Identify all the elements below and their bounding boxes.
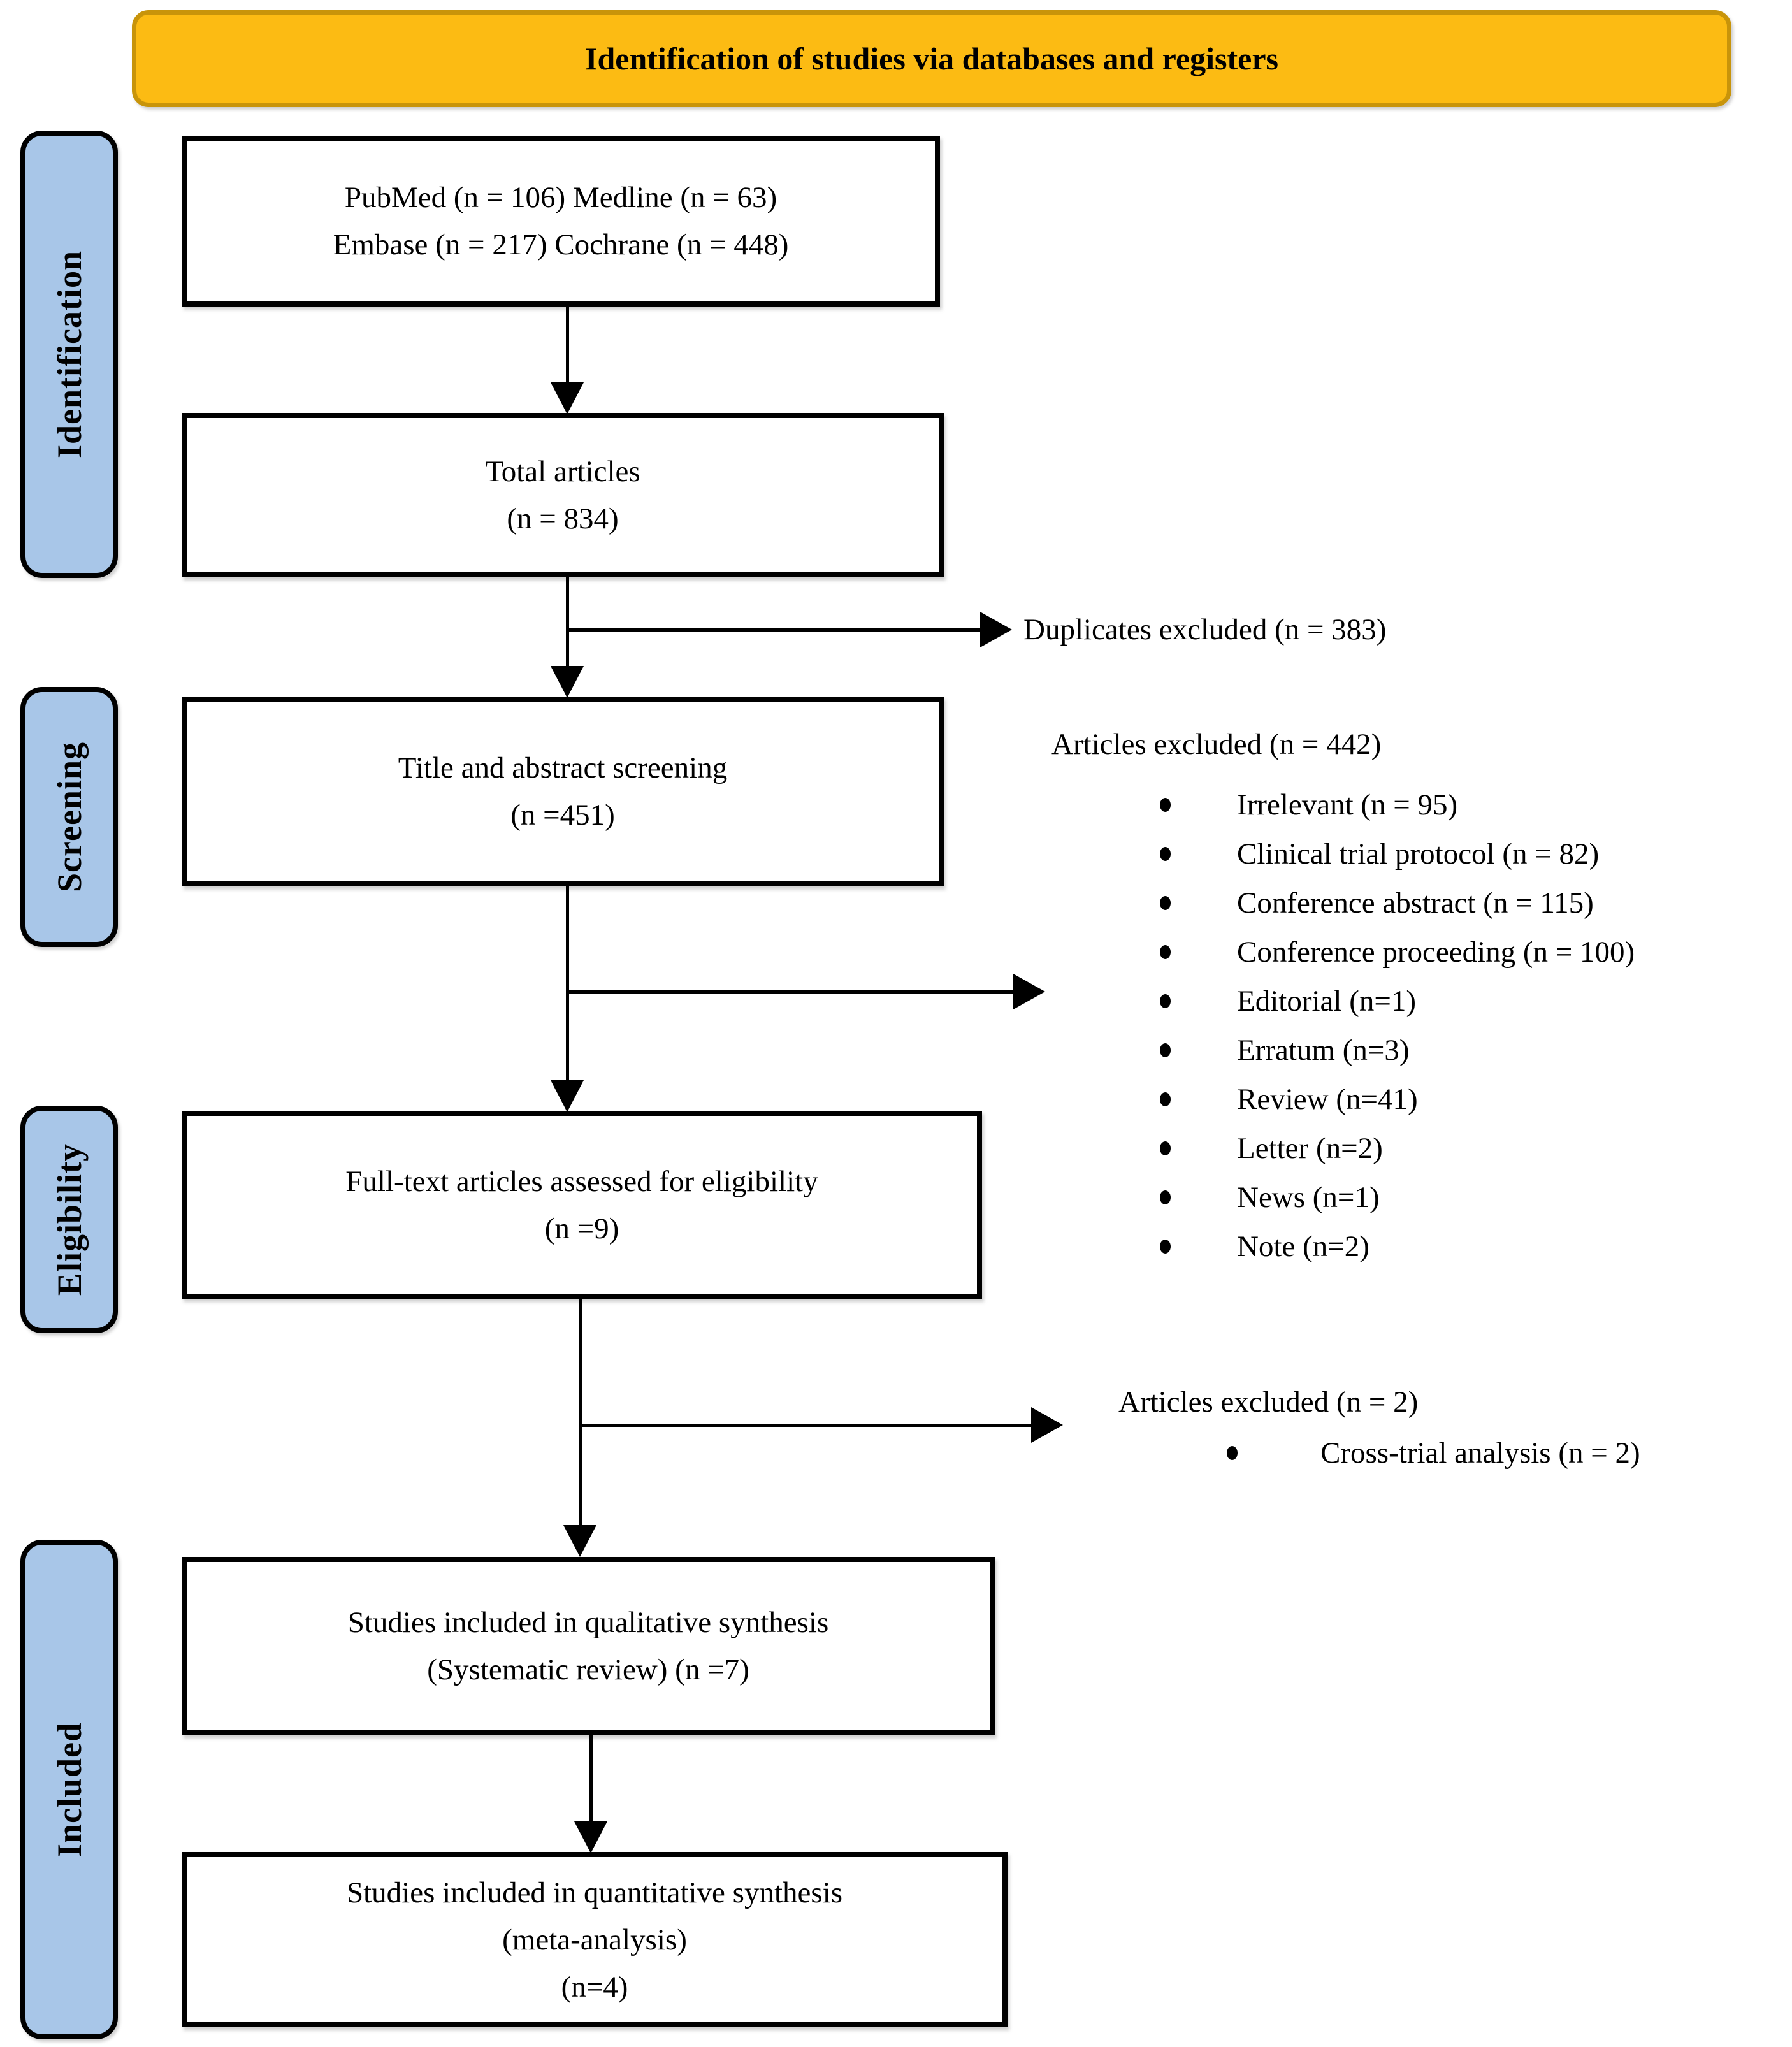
arrow-qualitative-to-quantitative-head: [574, 1821, 607, 1853]
bullet-icon: [1160, 1043, 1171, 1057]
arrow-databases-to-total-line: [566, 307, 569, 385]
branch-excluded1-line: [567, 990, 1015, 994]
excluded2-title: Articles excluded (n = 2): [1118, 1385, 1419, 1419]
list-item: News (n=1): [1160, 1173, 1635, 1222]
list-item: Letter (n=2): [1160, 1124, 1635, 1173]
stage-eligibility: Eligibility: [20, 1106, 118, 1333]
stage-identification-label: Identification: [50, 250, 89, 458]
box-databases-line1: PubMed (n = 106) Medline (n = 63): [344, 181, 777, 214]
branch-excluded2-line: [580, 1424, 1032, 1427]
bullet-icon: [1160, 846, 1171, 861]
box-databases-line2: Embase (n = 217) Cochrane (n = 448): [333, 228, 789, 261]
box-qualitative-line2: (Systematic review) (n =7): [427, 1653, 749, 1686]
bullet-icon: [1160, 1092, 1171, 1106]
header-banner: Identification of studies via databases …: [132, 10, 1731, 107]
arrow-total-to-screening-line: [566, 577, 569, 669]
header-title: Identification of studies via databases …: [584, 41, 1278, 76]
list-item: Irrelevant (n = 95): [1160, 780, 1635, 829]
bullet-icon: [1160, 944, 1171, 959]
branch-duplicates-line: [567, 628, 981, 632]
box-title-abstract-screening: Title and abstract screening (n =451): [182, 697, 944, 886]
arrow-databases-to-total-head: [551, 382, 584, 414]
box-total-articles: Total articles (n = 834): [182, 413, 944, 577]
bullet-icon: [1160, 797, 1171, 812]
box-fulltext-line2: (n =9): [544, 1212, 619, 1245]
excluded1-list: Irrelevant (n = 95) Clinical trial proto…: [1160, 780, 1635, 1271]
list-item: Note (n=2): [1160, 1222, 1635, 1271]
bullet-icon: [1227, 1446, 1238, 1460]
excluded1-title: Articles excluded (n = 442): [1051, 728, 1382, 761]
branch-excluded2-head: [1031, 1407, 1063, 1443]
arrow-qualitative-to-quantitative-line: [589, 1735, 593, 1823]
list-item: Editorial (n=1): [1160, 976, 1635, 1025]
excluded1-item-label: Review (n=41): [1237, 1082, 1418, 1116]
arrow-screening-to-fulltext-line: [566, 886, 569, 1081]
branch-excluded1-head: [1013, 974, 1045, 1009]
excluded1-item-label: Letter (n=2): [1237, 1131, 1383, 1165]
bullet-icon: [1160, 1239, 1171, 1254]
box-databases: PubMed (n = 106) Medline (n = 63) Embase…: [182, 136, 940, 307]
list-item: Conference abstract (n = 115): [1160, 878, 1635, 927]
box-total-line1: Total articles: [485, 455, 640, 488]
excluded1-item-label: Irrelevant (n = 95): [1237, 788, 1458, 821]
list-item: Review (n=41): [1160, 1074, 1635, 1124]
bullet-icon: [1160, 895, 1171, 910]
stage-eligibility-label: Eligibility: [50, 1143, 89, 1296]
list-item: Conference proceeding (n = 100): [1160, 927, 1635, 976]
arrow-screening-to-fulltext-head: [551, 1080, 584, 1112]
excluded1-item-label: Conference abstract (n = 115): [1237, 886, 1594, 920]
box-qualitative-line1: Studies included in qualitative synthesi…: [347, 1606, 829, 1639]
bullet-icon: [1160, 1141, 1171, 1155]
box-screening-line2: (n =451): [510, 799, 615, 832]
stage-included: Included: [20, 1540, 118, 2039]
excluded1-item-label: Editorial (n=1): [1237, 984, 1417, 1018]
box-quantitative-line1: Studies included in quantitative synthes…: [346, 1876, 843, 1909]
bullet-icon: [1160, 994, 1171, 1008]
arrow-fulltext-to-qualitative-line: [579, 1298, 582, 1528]
stage-identification: Identification: [20, 131, 118, 578]
box-quantitative-line2: (meta-analysis): [502, 1923, 687, 1957]
box-qualitative-synthesis: Studies included in qualitative synthesi…: [182, 1557, 995, 1735]
arrow-fulltext-to-qualitative-head: [563, 1525, 596, 1557]
excluded1-item-label: Conference proceeding (n = 100): [1237, 935, 1635, 969]
box-fulltext-line1: Full-text articles assessed for eligibil…: [345, 1164, 818, 1198]
note-duplicates-excluded: Duplicates excluded (n = 383): [1023, 613, 1387, 646]
stage-screening-label: Screening: [50, 742, 89, 892]
arrow-total-to-screening-head: [551, 666, 584, 698]
excluded2-item-label: Cross-trial analysis (n = 2): [1320, 1436, 1640, 1470]
bullet-icon: [1160, 1190, 1171, 1204]
excluded1-item-label: News (n=1): [1237, 1180, 1380, 1214]
excluded2-list: Cross-trial analysis (n = 2): [1227, 1434, 1640, 1472]
excluded1-item-label: Erratum (n=3): [1237, 1033, 1410, 1067]
excluded1-item-label: Clinical trial protocol (n = 82): [1237, 837, 1600, 871]
excluded1-item-label: Note (n=2): [1237, 1229, 1369, 1263]
box-fulltext-eligibility: Full-text articles assessed for eligibil…: [182, 1111, 982, 1299]
box-total-line2: (n = 834): [507, 502, 619, 535]
stage-screening: Screening: [20, 687, 118, 947]
list-item: Erratum (n=3): [1160, 1025, 1635, 1074]
box-screening-line1: Title and abstract screening: [398, 751, 728, 785]
list-item: Clinical trial protocol (n = 82): [1160, 829, 1635, 878]
branch-duplicates-head: [980, 612, 1012, 647]
box-quantitative-synthesis: Studies included in quantitative synthes…: [182, 1852, 1008, 2027]
box-quantitative-line3: (n=4): [561, 1970, 628, 2004]
stage-included-label: Included: [50, 1721, 89, 1858]
list-item: Cross-trial analysis (n = 2): [1227, 1434, 1640, 1472]
